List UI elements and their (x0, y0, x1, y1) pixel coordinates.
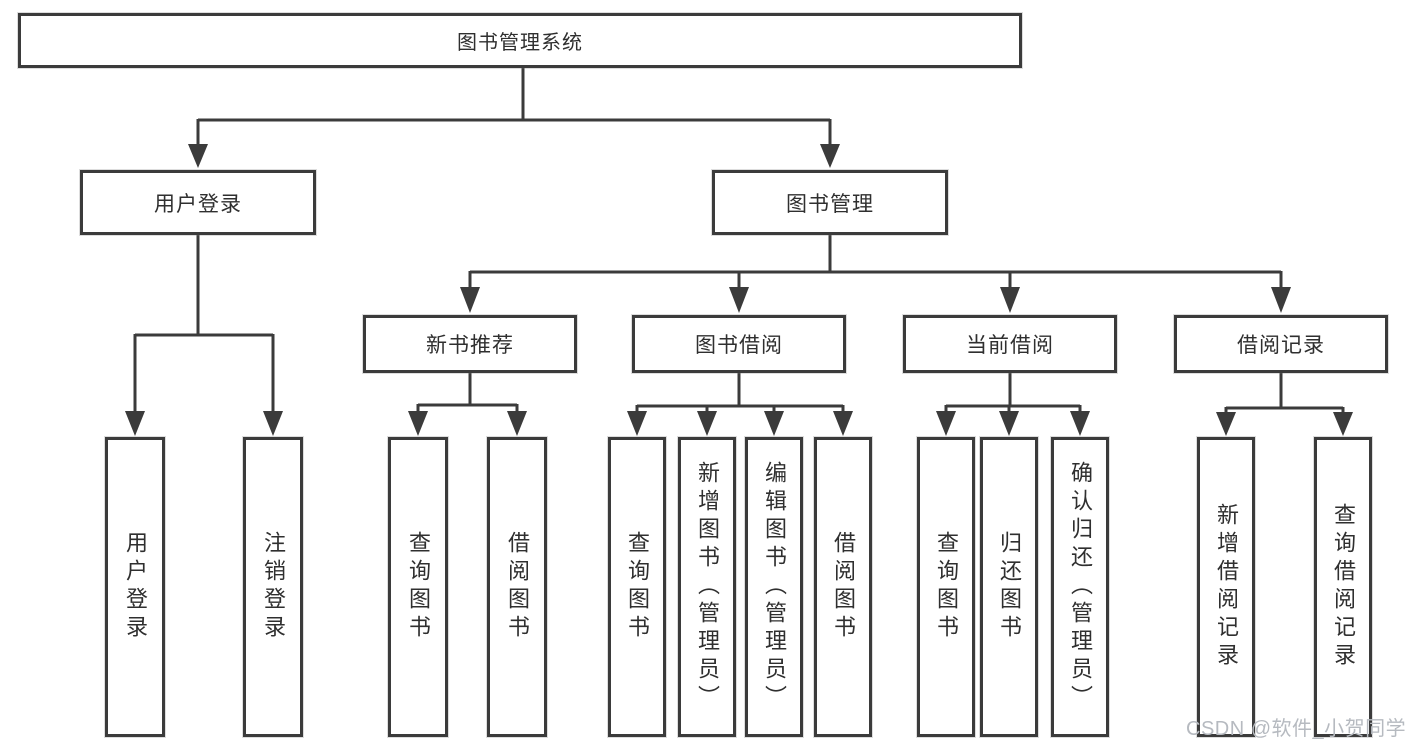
connector-book-borrow-to-leaves (627, 373, 853, 436)
node-library-management-system: 图书管理系统 (18, 13, 1022, 68)
leaf-confirm-return-admin-label: 确认归还（管理员） (1068, 461, 1093, 713)
node-new-book-recommendation-label: 新书推荐 (426, 334, 514, 357)
connector-borrow-records-to-leaves (1216, 373, 1353, 436)
connector-new-book-to-leaves (408, 373, 527, 436)
csdn-watermark: CSDN @软件_小贺同学 (1186, 718, 1405, 740)
leaf-logout-label: 注销登录 (261, 531, 286, 643)
node-current-borrowing-label: 当前借阅 (966, 334, 1054, 357)
leaf-confirm-return-admin: 确认归还（管理员） (1051, 437, 1109, 737)
leaf-return-book: 归还图书 (980, 437, 1038, 737)
leaf-add-book-admin-label: 新增图书（管理员） (695, 461, 720, 713)
node-library-management-system-label: 图书管理系统 (457, 32, 583, 54)
leaf-borrow-book: 借阅图书 (814, 437, 872, 737)
leaf-query-borrow-record: 查询借阅记录 (1314, 437, 1372, 737)
node-user-login: 用户登录 (80, 170, 316, 235)
node-user-login-label: 用户登录 (154, 192, 242, 216)
leaf-add-borrow-record: 新增借阅记录 (1197, 437, 1255, 737)
leaf-add-borrow-record-label: 新增借阅记录 (1214, 503, 1239, 671)
leaf-edit-book-admin-label: 编辑图书（管理员） (762, 461, 787, 713)
leaf-logout: 注销登录 (243, 437, 303, 737)
leaf-query-borrow-record-label: 查询借阅记录 (1331, 503, 1356, 671)
leaf-query-book-current-label: 查询图书 (934, 531, 959, 643)
leaf-user-login-label: 用户登录 (123, 531, 148, 643)
leaf-query-book-recommend-label: 查询图书 (406, 531, 431, 643)
node-book-borrowing: 图书借阅 (632, 315, 846, 373)
node-book-borrowing-label: 图书借阅 (695, 334, 783, 357)
leaf-query-book-recommend: 查询图书 (388, 437, 448, 737)
leaf-user-login: 用户登录 (105, 437, 165, 737)
leaf-add-book-admin: 新增图书（管理员） (678, 437, 736, 737)
connector-root-to-level2 (188, 68, 840, 168)
leaf-borrow-book-recommend-label: 借阅图书 (505, 531, 530, 643)
node-new-book-recommendation: 新书推荐 (363, 315, 577, 373)
node-borrowing-records: 借阅记录 (1174, 315, 1388, 373)
connector-current-borrow-to-leaves (936, 373, 1090, 436)
node-book-management: 图书管理 (712, 170, 948, 235)
leaf-return-book-label: 归还图书 (997, 531, 1022, 643)
leaf-borrow-book-label: 借阅图书 (831, 531, 856, 643)
leaf-query-book-borrow: 查询图书 (608, 437, 666, 737)
leaf-borrow-book-recommend: 借阅图书 (487, 437, 547, 737)
connector-user-login-to-leaves (125, 235, 283, 436)
node-current-borrowing: 当前借阅 (903, 315, 1117, 373)
node-borrowing-records-label: 借阅记录 (1237, 334, 1325, 357)
leaf-query-book-borrow-label: 查询图书 (625, 531, 650, 643)
connector-book-management-to-level3 (460, 235, 1291, 313)
node-book-management-label: 图书管理 (786, 192, 874, 216)
leaf-edit-book-admin: 编辑图书（管理员） (745, 437, 803, 737)
leaf-query-book-current: 查询图书 (917, 437, 975, 737)
